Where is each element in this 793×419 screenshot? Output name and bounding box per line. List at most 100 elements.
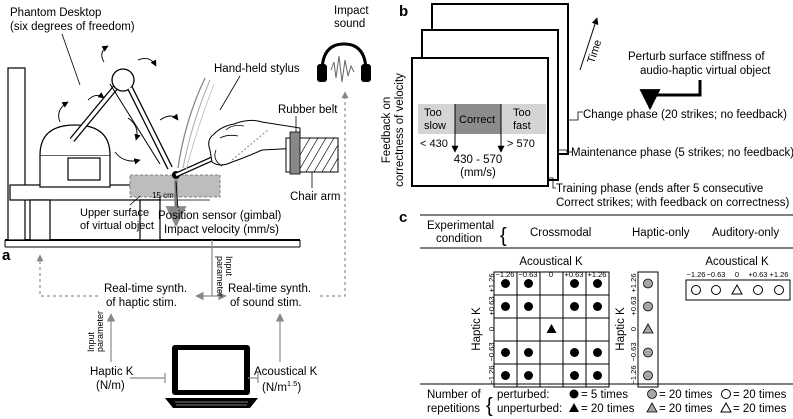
crossmodal-marker — [501, 348, 510, 357]
legend-gray-triangle — [646, 402, 658, 413]
haptic-feedback-dashed — [36, 254, 100, 297]
sound-synth-label: Real-time synth. — [228, 283, 311, 295]
haptic-only-marker — [643, 278, 653, 289]
haptic-synth-label: Real-time synth. — [104, 283, 187, 295]
sound-feedback-dashed — [320, 91, 349, 297]
crossmodal-y-ticks: −1.26 −0.63 0 +0.63 +1.26 — [487, 274, 496, 385]
haptic-only-y-tick: +0.63 — [629, 297, 638, 316]
legend-open-triangle — [720, 401, 732, 413]
auditory-only-markers — [691, 283, 784, 295]
haptic-only-y-tick: 0 — [629, 327, 638, 331]
crossmodal-grid — [493, 271, 610, 388]
crossmodal-x-tick: +1.26 — [588, 270, 607, 279]
haptic-only-y-tick: −0.63 — [629, 343, 638, 362]
laptop-icon — [165, 345, 258, 408]
panel-a: a Phantom Desktop (six degrees of freedo… — [2, 5, 371, 408]
time-label: Time — [585, 38, 604, 65]
legend-open-circle-text: = 20 times — [733, 389, 787, 401]
feedback-ylabel-2: correctness of velocity — [394, 73, 406, 187]
phantom-desktop-leader — [61, 33, 81, 86]
haptic-only-label: Haptic-only — [632, 227, 690, 239]
crossmodal-marker — [593, 348, 602, 357]
crossmodal-marker — [524, 279, 533, 288]
crossmodal-markers — [501, 279, 602, 380]
legend-filled-circle-text: = 5 times — [581, 389, 628, 401]
virtual-object-label: of virtual object — [80, 220, 154, 232]
haptic-only-haptic-k-title: Haptic K — [615, 307, 627, 351]
headphones-icon — [317, 42, 371, 83]
hand-outline — [208, 119, 301, 166]
panel-b: b Time Feedback on correctness of veloci… — [381, 3, 793, 209]
rubber-belt-label: Rubber belt — [278, 104, 338, 116]
haptic-only-marker — [643, 347, 653, 358]
rubber-belt — [289, 131, 301, 175]
haptic-only-y-tick: +1.26 — [629, 274, 638, 293]
crossmodal-marker — [524, 302, 533, 311]
crossmodal-x-tick: 0 — [549, 270, 553, 279]
panel-c-label: c — [399, 209, 407, 226]
phantom-desktop-dof-label: (six degrees of freedom) — [10, 21, 135, 33]
haptic-k-unit: (N/m) — [96, 380, 125, 392]
perturb-label: Perturb surface stiffness of — [628, 51, 765, 63]
repetitions-brace: { — [486, 395, 493, 417]
haptic-only-y-ticks: −1.26 −0.63 0 +0.63 +1.26 — [629, 274, 638, 385]
legend-gray-circle-text: = 20 times — [659, 389, 713, 401]
crossmodal-marker — [570, 348, 579, 357]
crossmodal-y-tick: −1.26 — [487, 366, 496, 385]
upper-surface-leader — [129, 195, 141, 206]
legend-open-circle — [721, 389, 731, 399]
sound-synth-label-2: of sound stim. — [230, 297, 302, 309]
haptic-only-marker — [643, 301, 653, 312]
perturb-label-2: audio-haptic virtual object — [640, 65, 771, 77]
auditory-only-marker — [711, 285, 721, 295]
auditory-only-x-tick: +0.63 — [749, 270, 768, 279]
legend-gray-triangle-text: = 20 times — [659, 403, 713, 415]
crossmodal-marker — [524, 371, 533, 380]
legend-filled-triangle-text: = 20 times — [581, 403, 635, 415]
velocity-unit-label: (mm/s) — [460, 167, 496, 179]
gt-570-label: > 570 — [507, 138, 535, 150]
crossmodal-acoustical-k-title: Acoustical K — [519, 256, 583, 268]
legend-filled-triangle — [569, 403, 579, 412]
crossmodal-haptic-k-title: Haptic K — [471, 307, 483, 351]
upper-surface-label: Upper surface — [80, 207, 149, 219]
training-phase-label: Training phase (ends after 5 consecutive — [556, 183, 763, 195]
crossmodal-marker — [593, 302, 602, 311]
experimental-condition-label: Experimental — [427, 220, 494, 232]
auditory-only-x-tick: −0.63 — [707, 270, 726, 279]
correct-label: Correct — [459, 114, 495, 126]
crossmodal-x-ticks: −1.26 −0.63 0 +0.63 +1.26 — [496, 270, 607, 279]
correct-zone — [455, 104, 501, 134]
crossmodal-marker — [570, 279, 579, 288]
too-slow-label-2: slow — [424, 120, 446, 132]
crossmodal-x-tick: −0.63 — [519, 270, 538, 279]
position-sensor-label: Position sensor (gimbal) — [158, 210, 282, 222]
crossmodal-y-tick: 0 — [487, 327, 496, 331]
crossmodal-marker — [501, 302, 510, 311]
change-phase-label: Change phase (20 strikes; no feedback) — [583, 109, 787, 121]
haptic-k-label: Haptic K — [90, 366, 134, 378]
auditory-only-marker-unperturbed — [731, 283, 743, 295]
experimental-condition-label-2: condition — [436, 233, 482, 245]
haptic-only-markers — [642, 278, 654, 381]
crossmodal-x-tick: +0.63 — [565, 270, 584, 279]
impact-sound-label-2: sound — [334, 18, 365, 30]
panel-c: c Experimental condition { Crossmodal Ha… — [399, 209, 793, 417]
haptic-synth-label-2: of haptic stim. — [106, 297, 177, 309]
device-tower — [7, 67, 26, 241]
auditory-only-marker — [774, 285, 784, 295]
haptic-only-y-tick: −1.26 — [629, 366, 638, 385]
impact-velocity-label: Impact velocity (mm/s) — [164, 224, 279, 236]
hand-held-stylus-label: Hand-held stylus — [214, 63, 300, 75]
crossmodal-marker-unperturbed — [546, 324, 557, 333]
number-of-repetitions-label-2: repetitions — [427, 403, 480, 415]
chair-arm-label: Chair arm — [290, 191, 340, 203]
crossmodal-marker — [501, 371, 510, 380]
change-phase-leader — [568, 111, 583, 121]
phantom-desktop-label: Phantom Desktop — [10, 7, 101, 19]
auditory-only-acoustical-k-title: Acoustical K — [705, 256, 769, 268]
maintenance-phase-label: Maintenance phase (5 strikes; no feedbac… — [571, 147, 793, 159]
phantom-joint — [111, 68, 135, 92]
scale-label: 15 cm — [152, 191, 174, 200]
